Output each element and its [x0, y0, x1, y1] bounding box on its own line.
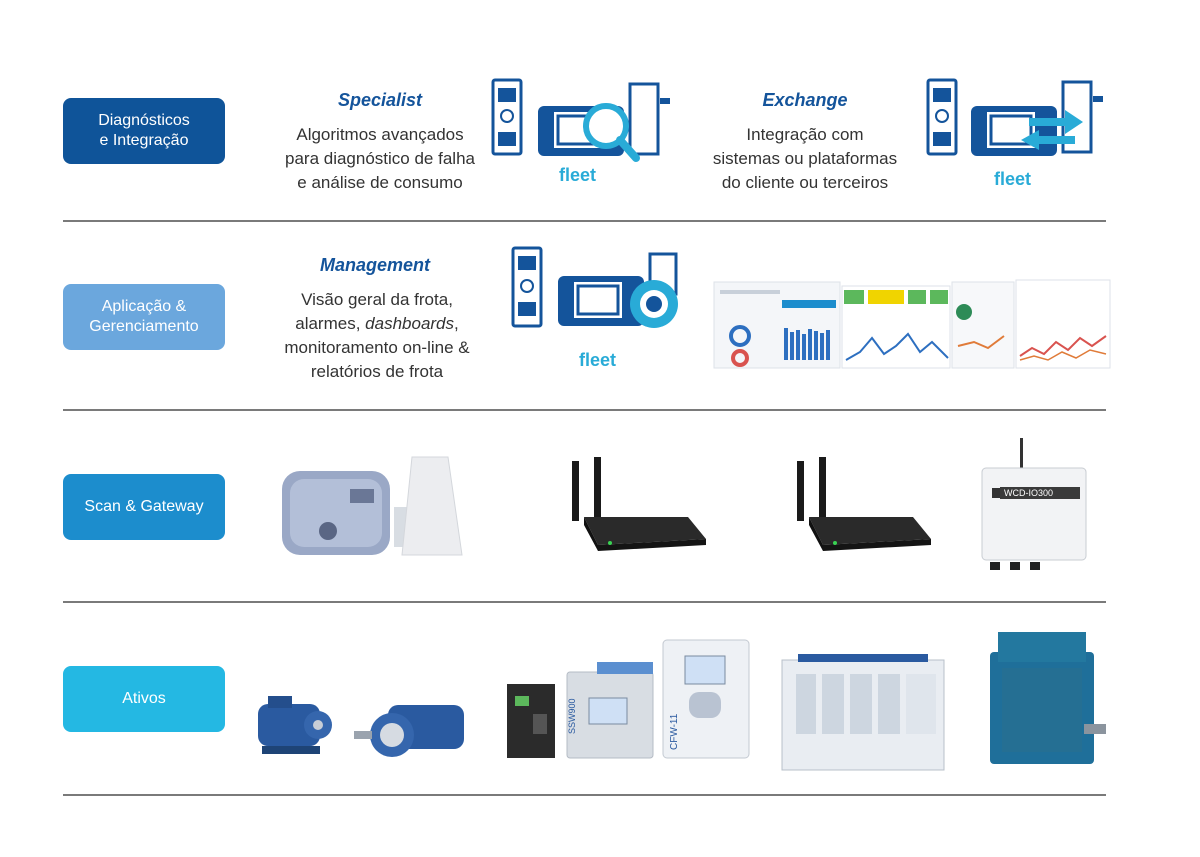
management-description: Visão geral da frota, alarmes, dashboard… [262, 288, 492, 384]
gear-motor [352, 695, 472, 765]
divider-4 [63, 794, 1106, 796]
layer-aplicacao-gerenciamento[interactable]: Aplicação & Gerenciamento [63, 284, 225, 350]
management-fleet-brand: fleet [579, 350, 617, 370]
motor-scan-sensor [276, 455, 476, 565]
gateway-router-2 [785, 455, 935, 555]
divider-1 [63, 220, 1106, 222]
gateway-box: WCD-IO300 [980, 438, 1090, 573]
management-desc-line-2-pre: alarmes, [295, 314, 366, 333]
specialist-fleet-brand: fleet [559, 165, 597, 185]
management-desc-line-1: Visão geral da frota, [301, 290, 453, 309]
divider-2 [63, 409, 1106, 411]
gateway-router-1 [560, 455, 710, 555]
specialist-fleet-icon [490, 78, 675, 168]
specialist-title: Specialist [337, 90, 423, 110]
dashboard-screenshots [712, 276, 1112, 371]
exchange-description: Integração com sistemas ou plataformas d… [712, 125, 898, 192]
drive-devices: SSW900 CFW-11 [505, 636, 755, 761]
exchange-fleet-icon [925, 78, 1110, 168]
exchange-title: Exchange [762, 90, 848, 110]
drive-a-label: SSW900 [567, 698, 577, 734]
specialist-description: Algoritmos avançados para diagnóstico de… [285, 125, 475, 192]
management-desc-line-2-em: dashboards [365, 314, 455, 333]
electric-motor [248, 690, 338, 760]
switchgear-cabinet [778, 630, 948, 775]
layer-diagnosticos-integracao[interactable]: Diagnósticos e Integração [63, 98, 225, 164]
exchange-fleet-brand: fleet [994, 169, 1032, 189]
layer-ativos[interactable]: Ativos [63, 666, 225, 732]
divider-3 [63, 601, 1106, 603]
management-desc-line-2-post: , [454, 314, 459, 333]
drive-b-label: CFW-11 [669, 713, 680, 750]
large-motor [980, 628, 1110, 778]
management-desc-line-3: monitoramento on-line & [284, 338, 470, 357]
layer-scan-gateway[interactable]: Scan & Gateway [63, 474, 225, 540]
management-desc-line-2: alarmes, dashboards, [262, 312, 492, 336]
management-desc-line-4: relatórios de frota [310, 362, 444, 381]
management-fleet-icon [510, 246, 690, 336]
gateway-box-label: WCD-IO300 [1004, 488, 1053, 498]
management-title: Management [319, 255, 431, 275]
